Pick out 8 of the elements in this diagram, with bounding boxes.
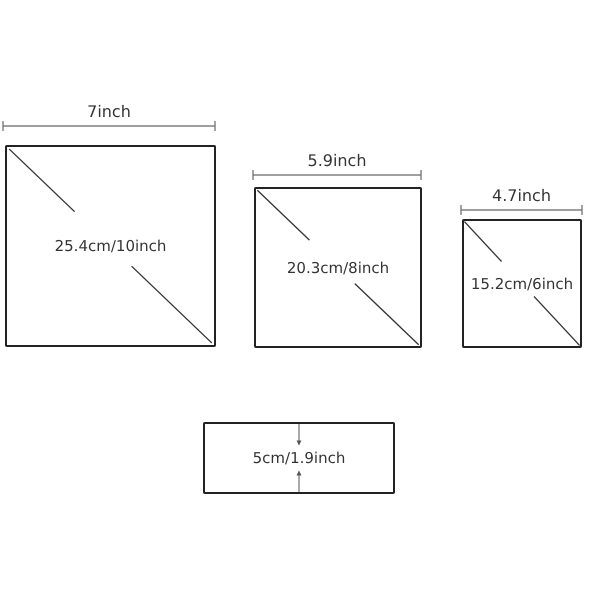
dimension-label: 20.3cm/8inch	[286, 258, 390, 276]
dimension-label: 4.7inch	[492, 186, 551, 205]
dimension-label: 5cm/1.9inch	[252, 449, 346, 467]
square-outline	[203, 422, 395, 494]
dimension-label: 15.2cm/6inch	[470, 274, 574, 292]
dimension-label: 5.9inch	[308, 151, 366, 170]
dimension-label: 7inch	[87, 102, 131, 121]
dimension-label: 25.4cm/10inch	[54, 237, 166, 255]
